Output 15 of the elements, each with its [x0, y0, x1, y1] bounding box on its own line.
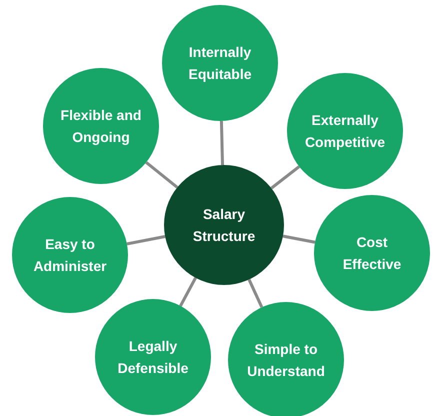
circle-label: Easy to Administer [32, 235, 108, 276]
connector-line [282, 234, 316, 244]
circle-label: Salary Structure [192, 205, 256, 246]
connector-line [126, 235, 166, 246]
circle-label: Externally Competitive [304, 111, 386, 152]
connector-line [179, 277, 197, 307]
circle-label: Flexible and Ongoing [60, 106, 142, 147]
circle-label: Legally Defensible [116, 337, 190, 378]
connector-line [145, 161, 178, 189]
circle-label: Cost Effective [342, 233, 402, 274]
connector-line [220, 120, 224, 166]
circle-label: Internally Equitable [187, 43, 252, 84]
connector-line [270, 165, 300, 190]
circle-label: Simple to Understand [246, 340, 326, 381]
connector-line [248, 278, 264, 308]
